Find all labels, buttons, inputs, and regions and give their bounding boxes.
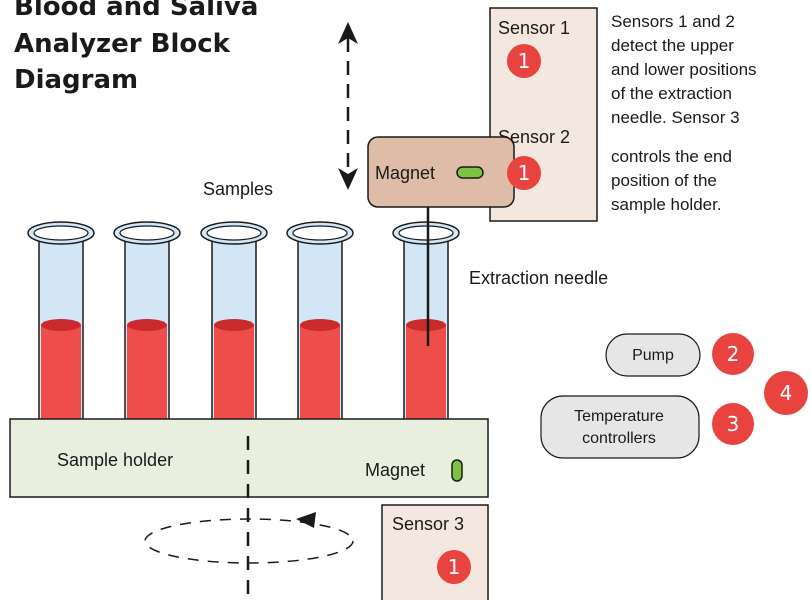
description-line: sample holder. — [611, 195, 722, 214]
pump-badge: 2 — [712, 333, 754, 375]
pump-label: Pump — [632, 347, 674, 364]
test-tube — [286, 221, 354, 423]
sensor-1-badge: 1 — [507, 44, 541, 78]
description-line: Sensors 1 and 2 — [611, 12, 735, 31]
test-tube — [200, 221, 268, 423]
sensor-2-badge-number: 1 — [518, 161, 531, 185]
sensor-3-panel — [381, 504, 489, 600]
magnet-arm-indicator — [456, 166, 484, 179]
temperature-controllers-pill — [540, 395, 700, 459]
group-badge: 4 — [764, 371, 808, 415]
description-line: controls the end — [611, 147, 732, 166]
extraction-needle-label: Extraction needle — [469, 268, 608, 288]
description-text: Sensors 1 and 2 detect the upper and low… — [611, 12, 757, 214]
holder-magnet-label: Magnet — [365, 460, 425, 480]
sample-holder-label: Sample holder — [57, 450, 173, 470]
sensor-3-badge-number: 1 — [448, 555, 461, 579]
sensor-3-label: Sensor 3 — [392, 514, 464, 534]
group-badge-number: 4 — [780, 381, 793, 405]
holder-magnet-indicator — [451, 459, 463, 482]
sensor-2-label: Sensor 2 — [498, 127, 570, 147]
sensor-1-label: Sensor 1 — [498, 18, 570, 38]
description-line: of the extraction — [611, 84, 732, 103]
temperature-controllers-badge-number: 3 — [727, 412, 740, 436]
description-line: and lower positions — [611, 60, 757, 79]
diagram-title-line-1: Blood and Saliva — [14, 0, 258, 22]
test-tube — [27, 221, 95, 423]
description-line: needle. Sensor 3 — [611, 108, 740, 127]
diagram-title-line-3: Diagram — [14, 65, 138, 95]
needle-travel-arrow — [338, 22, 358, 190]
sensor-1-2-panel — [489, 7, 598, 222]
sensor-1-badge-number: 1 — [518, 49, 531, 73]
sensor-2-badge: 1 — [507, 156, 541, 190]
temperature-controllers-badge: 3 — [712, 403, 754, 445]
temperature-controllers-label-line-1: Temperature — [574, 408, 664, 425]
diagram-title-line-2: Analyzer Block — [14, 29, 231, 59]
samples-label: Samples — [203, 179, 273, 199]
pump-badge-number: 2 — [727, 342, 740, 366]
pump-pill — [605, 333, 701, 377]
test-tube-extraction — [392, 221, 460, 423]
description-line: detect the upper — [611, 36, 734, 55]
magnet-arm-label: Magnet — [375, 163, 435, 183]
sensor-3-badge: 1 — [437, 550, 471, 584]
temperature-controllers-label-line-2: controllers — [582, 430, 656, 447]
rotation-arrow — [144, 512, 354, 564]
test-tube — [113, 221, 181, 423]
description-line: position of the — [611, 171, 717, 190]
